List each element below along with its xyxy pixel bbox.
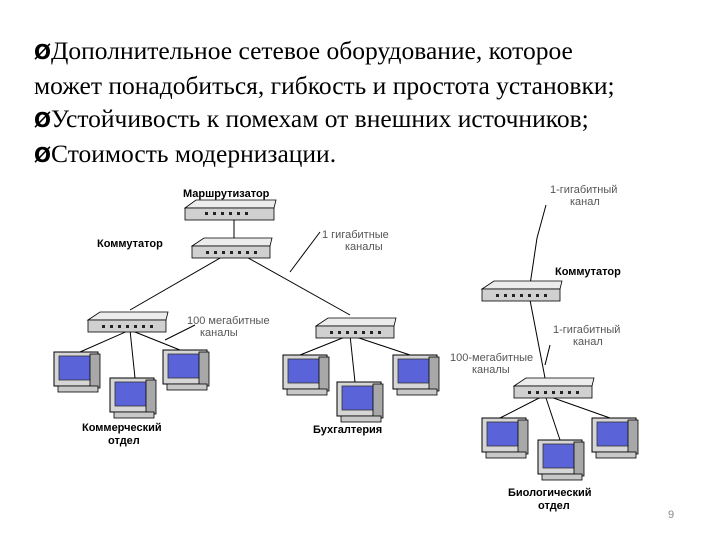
mega-right-line2: каналы — [472, 364, 510, 376]
switch-accounting-device — [315, 317, 397, 339]
dept-biology-line2: отдел — [538, 500, 570, 512]
switch-left-label: Коммутатор — [97, 238, 163, 250]
gigabit-top-line2: канал — [570, 196, 600, 208]
bullet-text: может понадобиться, гибкость и простота … — [34, 71, 615, 100]
gigabit-mid-line2: канал — [573, 336, 603, 348]
computer-icon — [481, 417, 529, 459]
bullet-text: Дополнительное сетевое оборудование, кот… — [51, 36, 573, 65]
bullet-item-1-continuation: может понадобиться, гибкость и простота … — [34, 69, 714, 102]
switch-biology-device — [513, 377, 595, 399]
switch-commercial-device — [87, 311, 169, 333]
gigabit-label-line1: 1 гигабитные — [322, 229, 389, 241]
dept-commercial-line2: отдел — [108, 435, 140, 447]
bullet-item-1: ØДополнительное сетевое оборудование, ко… — [34, 34, 714, 69]
computer-icon — [336, 381, 384, 423]
computer-icon — [162, 349, 210, 391]
computer-icon — [282, 354, 330, 396]
router-label: Маршрутизатор — [183, 188, 270, 200]
mega-right-line1: 100-мегабитные — [450, 352, 533, 364]
gigabit-mid-line1: 1-гигабитный — [553, 324, 620, 336]
computer-icon — [537, 439, 585, 481]
switch-right-device — [481, 280, 563, 302]
bullet-text: Устойчивость к помехам от внешних источн… — [51, 104, 589, 133]
bullet-item-2: ØУстойчивость к помехам от внешних источ… — [34, 102, 714, 137]
dept-biology-line1: Биологический — [508, 487, 592, 499]
bullet-arrow-icon: Ø — [34, 143, 52, 167]
connection-lines — [79, 204, 611, 441]
switch-right-label: Коммутатор — [555, 266, 621, 278]
switch-left-device — [191, 237, 273, 259]
gigabit-top-line1: 1-гигабитный — [550, 184, 617, 196]
page-number: 9 — [668, 509, 675, 521]
bullet-item-3: ØСтоимость модернизации. — [34, 137, 714, 172]
computer-icon — [392, 354, 440, 396]
mega-left-line2: каналы — [200, 327, 238, 339]
router-device — [183, 199, 277, 221]
dept-accounting: Бухгалтерия — [313, 424, 382, 436]
bullet-arrow-icon: Ø — [34, 40, 52, 64]
computer-icon — [53, 351, 101, 393]
gigabit-label-line2: каналы — [345, 241, 383, 253]
bullet-text: Стоимость модернизации. — [51, 139, 337, 168]
bullet-arrow-icon: Ø — [34, 108, 52, 132]
computer-icon — [591, 417, 639, 459]
bullet-list: ØДополнительное сетевое оборудование, ко… — [34, 34, 714, 172]
computer-icon — [109, 377, 157, 419]
dept-commercial-line1: Коммерческий — [82, 422, 162, 434]
mega-left-line1: 100 мегабитные — [187, 315, 270, 327]
